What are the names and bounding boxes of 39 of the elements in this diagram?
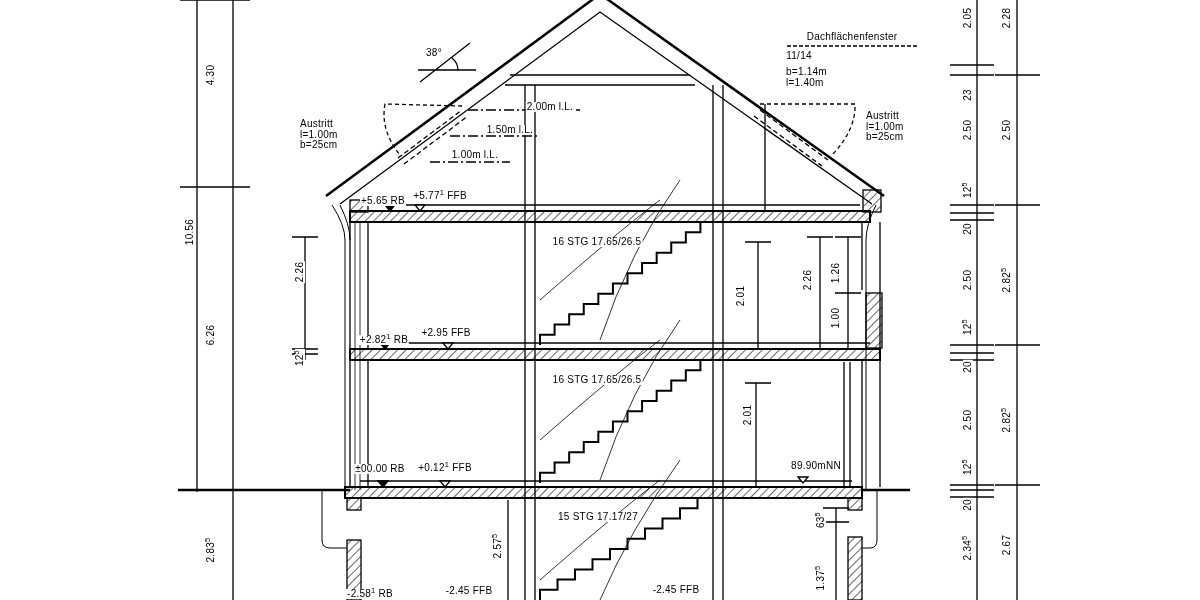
annotation-text: -2.45 FFB — [651, 585, 701, 595]
annotation-text: 11/14 — [785, 51, 813, 61]
dimension-text: 2.50 — [1002, 118, 1012, 142]
dimension-text: 2.01 — [743, 403, 753, 427]
annotation-text: +5.65 RB — [360, 196, 406, 206]
dimension-text: 2.50 — [963, 408, 973, 432]
dimension-text: 1.26 — [831, 261, 841, 285]
dimension-text: 2.67 — [1002, 533, 1012, 557]
dimension-text: 6.26 — [206, 323, 216, 347]
dimension-text: 20 — [963, 498, 973, 512]
dimension-text: 2.26 — [295, 260, 305, 284]
dimension-text: 20 — [963, 222, 973, 236]
annotation-text: -2.45 FFB — [444, 586, 494, 596]
annotation-text: 15 STG 17.17/27 — [557, 512, 639, 522]
annotation-text: 1.50m l.L. — [485, 125, 535, 135]
annotation-text: +0.12$^{1}$ FFB — [417, 463, 473, 473]
annotation-text: 2.00m l.L. — [525, 102, 575, 112]
annotation-text: 89.90mNN — [790, 461, 842, 471]
dimension-text: 2.28 — [1002, 6, 1012, 30]
dimension-text: 23 — [963, 88, 973, 102]
dimension-text: 1.00 — [831, 306, 841, 330]
annotation-text: Dachflächenfenster — [805, 32, 899, 42]
annotation-text: ±00.00 RB — [354, 464, 406, 474]
dimension-text: 2.05 — [963, 6, 973, 30]
annotation-text: +2.82$^{1}$ RB — [358, 335, 410, 345]
dimension-text: 2.01 — [736, 284, 746, 308]
dimension-text: 20 — [963, 360, 973, 374]
dimension-text: 2.50 — [963, 118, 973, 142]
dimension-text: 4.30 — [206, 63, 216, 87]
annotation-text: +2.95 FFB — [420, 328, 472, 338]
annotation-text: 1.00m l.L. — [450, 150, 500, 160]
annotation-text: 16 STG 17.65/26.5 — [551, 237, 643, 247]
annotation-text: 38° — [425, 48, 443, 58]
dimension-text: 2.50 — [963, 268, 973, 292]
annotation-text: +5.77$^{1}$ FFB — [412, 191, 468, 201]
annotation-text: 16 STG 17.65/26.5 — [551, 375, 643, 385]
dimension-text: 10.56 — [185, 217, 195, 247]
annotation-text: -2.58$^{1}$ RB — [346, 589, 394, 599]
dimension-text: 2.26 — [803, 268, 813, 292]
